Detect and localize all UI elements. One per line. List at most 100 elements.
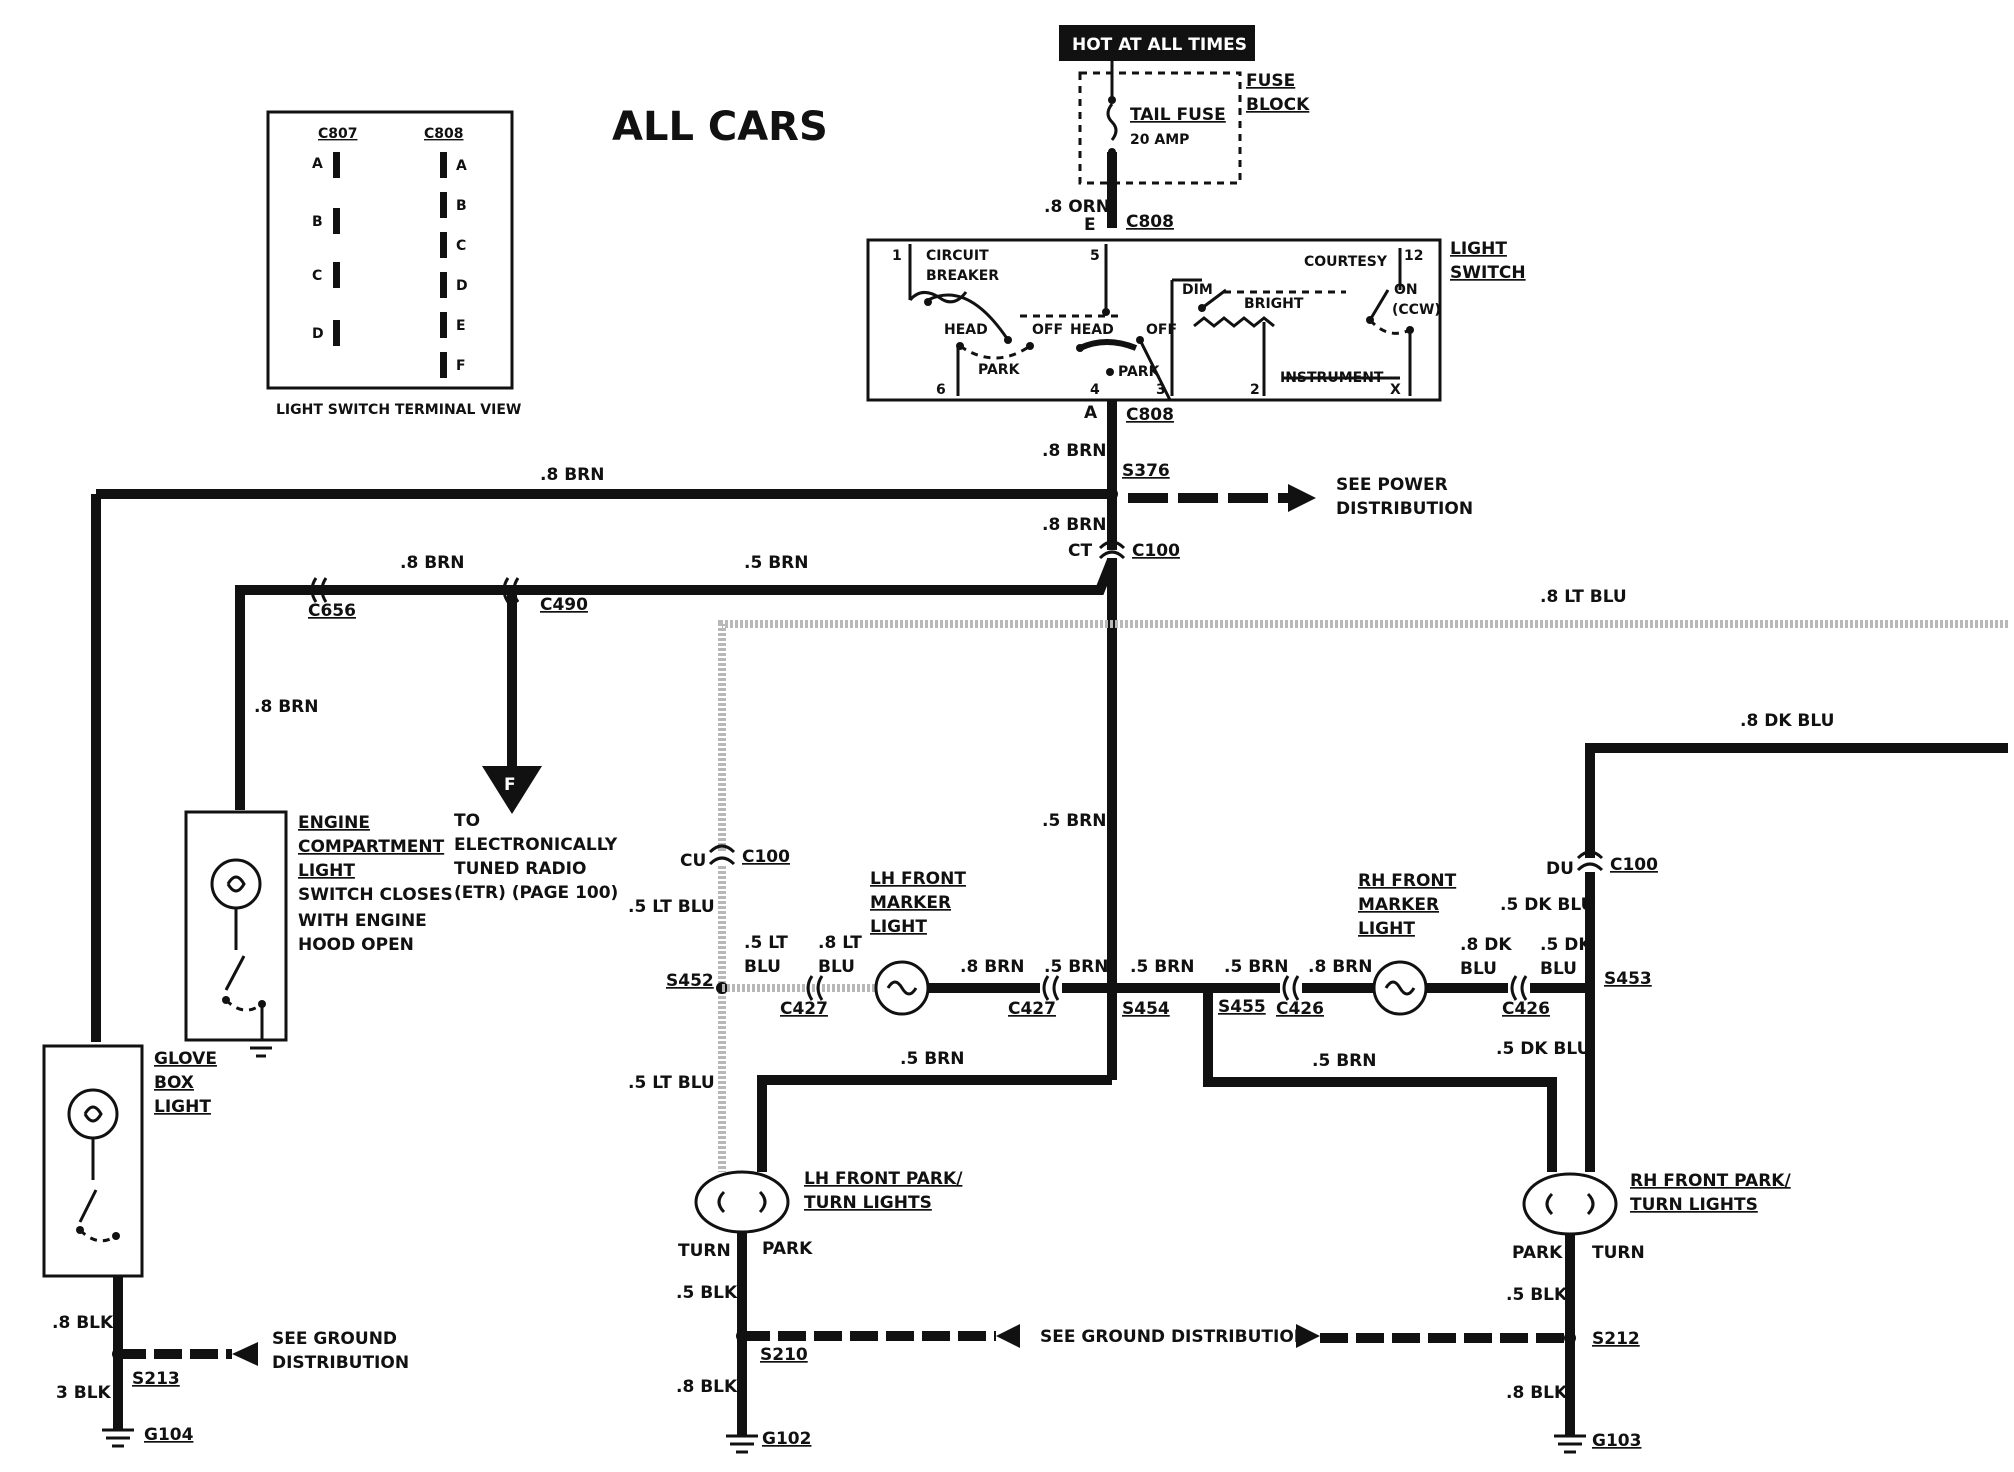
connector-c100-top: C100 [1132,541,1180,561]
engine-light-label-5: WITH ENGINE [298,911,427,931]
pin-cu-label: CU [680,851,706,871]
wire-label-8-lt-2: BLU [818,957,855,977]
marker-light-row: S452 .5 LT BLU .8 LT BLU C427 LH FRONT M… [666,869,1652,1019]
wire-label-8-blk-glove: .8 BLK [52,1313,114,1333]
pin-2: 2 [1250,382,1260,398]
g104-ground-icon [102,1428,134,1448]
c808-pin-e: E [456,318,466,334]
ground-g102: G102 [762,1429,811,1449]
park-label-1: PARK [978,362,1021,378]
glove-box-label-1: GLOVE [154,1049,217,1069]
wire-label-5-dk-2: BLU [1540,959,1577,979]
rh-park-turn-label-2: TURN LIGHTS [1630,1195,1758,1215]
glove-box-label-2: BOX [154,1073,194,1093]
engine-light-label-1: ENGINE [298,813,370,833]
tail-fuse-rating: 20 AMP [1130,132,1189,148]
rh-park-turn-bulb-icon [1545,1192,1595,1216]
rh-marker-label-3: LIGHT [1358,919,1415,939]
wire-label-8-brn-eng: .8 BRN [254,697,318,717]
fuse-block-box [1078,71,1242,185]
light-switch-title-2: SWITCH [1450,263,1526,283]
connector-c490: C490 [540,595,588,615]
splice-s210: S210 [760,1345,808,1365]
c808-pin-d: D [456,278,468,294]
wire-label-5-blk-rh: .5 BLK [1506,1285,1568,1305]
circuit-breaker-2: BREAKER [926,268,999,284]
ccw-label: (CCW) [1392,302,1441,318]
engine-light-label-4: SWITCH CLOSES [298,885,453,905]
wire-label-5-dk-1: .5 DK [1540,935,1592,955]
splice-s212: S212 [1592,1329,1640,1349]
ground-distribution-center-label: SEE GROUND DISTRIBUTION [1040,1327,1308,1347]
wire-label-5-brn-rh: .5 BRN [1312,1051,1376,1071]
pin-6: 6 [936,382,946,398]
bright-label: BRIGHT [1244,296,1304,312]
wire-label-5-brn-s455: .5 BRN [1224,957,1288,977]
c807-pins: A B C D [312,152,340,346]
c807-pin-b: B [312,214,323,230]
connector-c427-b: C427 [1008,999,1056,1019]
c807-label: C807 [318,126,358,142]
lh-park-turn-bulb-icon [717,1190,767,1214]
glove-box-light: GLOVE BOX LIGHT SEE GROUND DISTRIBUTION … [42,1044,409,1448]
wire-label-8-dk-1: .8 DK [1460,935,1512,955]
wire-label-8-dk-blu: .8 DK BLU [1740,711,1834,731]
connector-c426-b: C426 [1502,999,1550,1019]
engine-ground-icon [246,1038,276,1058]
wire-label-8-lt-blu: .8 LT BLU [1540,587,1627,607]
courtesy-label: COURTESY [1304,254,1388,270]
off-label-2: OFF [1146,322,1177,338]
rh-marker-label-2: MARKER [1358,895,1439,915]
engine-bulb-icon [210,858,262,910]
wire-label-5-brn-lh: .5 BRN [900,1049,964,1069]
pin-12: 12 [1404,248,1423,264]
park-turn-feeds: .5 BRN .5 BRN [757,988,1557,1172]
g102-ground-icon [726,1434,758,1454]
on-label: ON [1394,282,1418,298]
lh-marker-label-1: LH FRONT [870,869,966,889]
wire-label-5-dk-blu-a: .5 DK BLU [1500,895,1594,915]
power-distribution-1: SEE POWER [1336,475,1448,495]
splice-s376: S376 [1122,461,1170,481]
wire-label-5-brn-mid: .5 BRN [1042,811,1106,831]
wire-label-8-brn-c426: .8 BRN [1308,957,1372,977]
ground-distribution-left-1: SEE GROUND [272,1329,397,1349]
connector-c426-a: C426 [1276,999,1324,1019]
connector-c100-cu: C100 [742,847,790,867]
lh-marker-label-3: LIGHT [870,917,927,937]
off-label-1: OFF [1032,322,1063,338]
park-label-2: PARK [1118,364,1161,380]
wire-label-8-brn-c656: .8 BRN [400,553,464,573]
wire-label-5-lt-blu-c: .5 LT BLU [628,1073,715,1093]
c808-pin-a: A [456,158,467,174]
wire-label-8-dk-2: BLU [1460,959,1497,979]
wire-label-5-lt-1: .5 LT [744,933,788,953]
c808-pin-b: B [456,198,467,214]
pin-ct-label: CT [1068,541,1092,561]
splice-s454: S454 [1122,999,1170,1019]
lh-park-turn-label-2: TURN LIGHTS [804,1193,932,1213]
tail-fuse-label: TAIL FUSE [1130,105,1226,125]
connector-c808-a: C808 [1126,405,1174,425]
diagram-title: ALL CARS [612,104,828,150]
lh-park-turn-label-1: LH FRONT PARK/ [804,1169,963,1189]
circuit-breaker-1: CIRCUIT [926,248,989,264]
lh-turn-label: TURN [678,1241,731,1261]
splice-s455: S455 [1218,997,1266,1017]
wire-label-8-lt-1: .8 LT [818,933,862,953]
radio-marker-triangle [482,766,542,814]
light-switch-box [866,238,1442,402]
rh-park-label: PARK [1512,1243,1563,1263]
wire-label-8-brn-top: .8 BRN [540,465,604,485]
rh-turn-label: TURN [1592,1243,1645,1263]
lh-marker-label-2: MARKER [870,893,951,913]
head-label-2: HEAD [1070,322,1114,338]
radio-note-3: TUNED RADIO [454,859,586,879]
fuse-element [1106,103,1118,141]
wire-label-8-brn-b: .8 BRN [1042,515,1106,535]
ground-g104: G104 [144,1425,194,1445]
g103-ground-icon [1554,1434,1586,1454]
glove-box-label-3: LIGHT [154,1097,211,1117]
ground-distribution-left-2: DISTRIBUTION [272,1353,409,1373]
